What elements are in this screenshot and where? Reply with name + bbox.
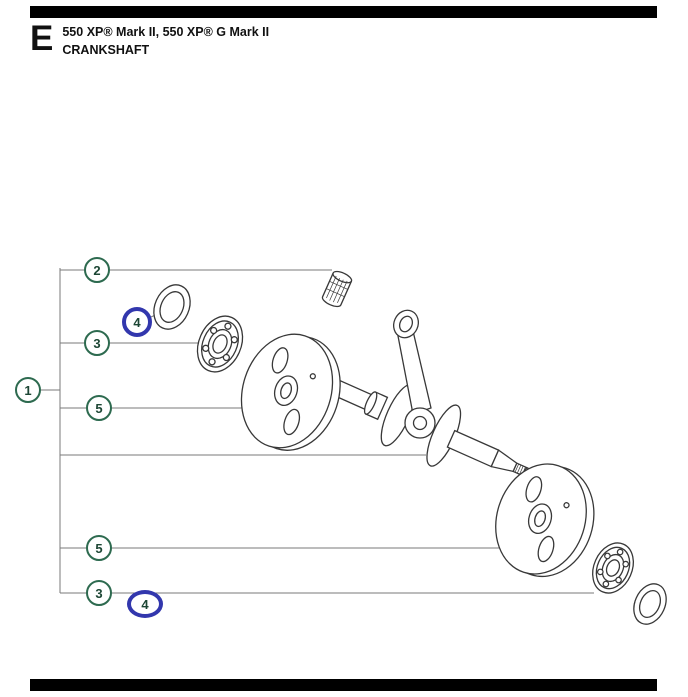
connecting-rod-drawing [392, 309, 436, 439]
callout-part-5-bottom[interactable]: 5 [86, 535, 112, 561]
lower-ball-bearing-drawing [592, 542, 634, 594]
callout-part-2-label: 2 [93, 262, 101, 278]
upper-ball-bearing-drawing [196, 315, 244, 373]
needle-bearing-drawing [321, 270, 353, 308]
callout-part-4-bottom-label: 4 [141, 596, 149, 612]
lower-oil-seal-drawing [633, 583, 667, 625]
leader-lines [41, 268, 594, 594]
callout-part-5-top[interactable]: 5 [86, 395, 112, 421]
right-crank-web-drawing [495, 463, 595, 578]
callout-part-4-top-label: 4 [133, 314, 141, 330]
callout-part-5-top-label: 5 [95, 400, 103, 416]
callout-part-5-bottom-label: 5 [95, 540, 103, 556]
callout-part-1[interactable]: 1 [15, 377, 41, 403]
callout-part-4-top-highlighted[interactable]: 4 [122, 307, 152, 337]
callout-part-1-label: 1 [24, 382, 32, 398]
page-header: E 550 XP® Mark II, 550 XP® G Mark II CRA… [30, 19, 269, 58]
page-title: 550 XP® Mark II, 550 XP® G Mark II [62, 25, 270, 39]
callout-part-4-bottom-highlighted[interactable]: 4 [127, 590, 163, 618]
upper-oil-seal-drawing [153, 284, 191, 330]
callout-part-2[interactable]: 2 [84, 257, 110, 283]
crankshaft-drawing [153, 270, 667, 625]
callout-part-3-top[interactable]: 3 [84, 330, 110, 356]
callout-part-3-bottom-label: 3 [95, 585, 103, 601]
left-crank-web-drawing [240, 333, 341, 451]
page-subtitle: CRANKSHAFT [62, 43, 150, 57]
callout-part-3-bottom[interactable]: 3 [86, 580, 112, 606]
callout-part-3-top-label: 3 [93, 335, 101, 351]
bottom-divider-bar [30, 679, 657, 691]
header-titles: 550 XP® Mark II, 550 XP® G Mark II CRANK… [62, 23, 269, 58]
top-divider-bar [30, 6, 657, 18]
section-letter: E [30, 19, 54, 58]
